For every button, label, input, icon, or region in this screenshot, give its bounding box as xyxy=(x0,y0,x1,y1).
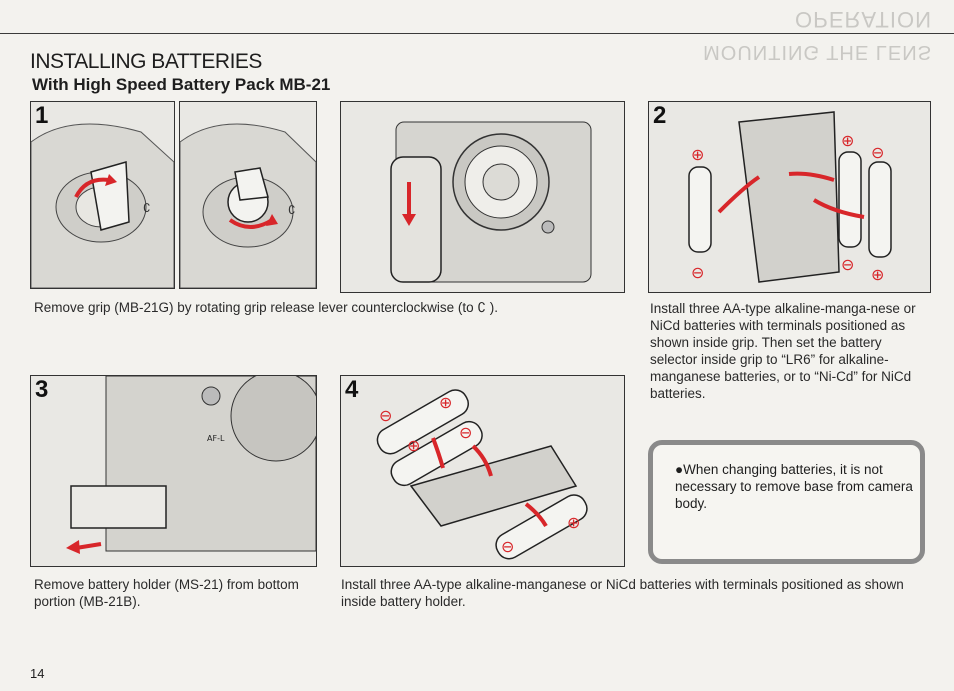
top-rule xyxy=(0,33,954,34)
step3-caption: Remove battery holder (MS-21) from botto… xyxy=(34,577,299,609)
svg-text:⊖: ⊖ xyxy=(379,406,392,425)
svg-text:⊖: ⊖ xyxy=(691,263,704,282)
step4-number: 4 xyxy=(345,376,359,403)
svg-text:⊕: ⊕ xyxy=(407,436,420,455)
step2-number: 2 xyxy=(653,102,667,129)
step4-panel: 4 ⊖ ⊕ ⊕ ⊖ ⊖ ⊕ xyxy=(340,375,625,567)
grip-battery-insertion-illustration: ⊕ ⊖ ⊕ ⊖ ⊖ ⊕ xyxy=(688,111,892,284)
step4-caption: Install three AA-type alkaline-manganese… xyxy=(341,577,904,609)
svg-text:⊖: ⊖ xyxy=(459,423,472,442)
note-text: When changing batteries, it is not neces… xyxy=(675,462,913,511)
step3-panel: 3 AF-L xyxy=(30,375,317,567)
step2-panel: 2 ⊕ ⊖ ⊕ ⊖ ⊖ ⊕ xyxy=(648,101,931,293)
svg-text:AF-L: AF-L xyxy=(207,434,225,443)
step1-panel-b: ∁ xyxy=(179,101,317,289)
svg-text:⊕: ⊕ xyxy=(841,131,854,150)
grip-lever-illustration-a: ∁ xyxy=(31,123,174,288)
grip-lever-illustration-b: ∁ xyxy=(180,123,316,288)
page-title: INSTALLING BATTERIES xyxy=(30,50,262,73)
bleed-through-subheading: MOUNTING THE LENS xyxy=(703,41,932,63)
svg-text:⊖: ⊖ xyxy=(871,143,884,162)
svg-text:∁: ∁ xyxy=(288,203,296,217)
step1-panel-a: 1 ∁ xyxy=(30,101,175,289)
battery-holder-removal-illustration: AF-L xyxy=(66,376,316,554)
svg-text:⊕: ⊕ xyxy=(691,145,704,164)
camera-grip-removal-illustration xyxy=(390,121,592,283)
note-box: ●When changing batteries, it is not nece… xyxy=(648,440,925,564)
svg-text:⊕: ⊕ xyxy=(439,393,452,412)
step1-caption: Remove grip (MB-21G) by rotating grip re… xyxy=(34,300,499,315)
svg-text:∁: ∁ xyxy=(143,201,151,215)
step3-number: 3 xyxy=(35,376,49,403)
svg-text:⊖: ⊖ xyxy=(501,537,514,556)
page-number: 14 xyxy=(30,666,45,681)
svg-text:⊕: ⊕ xyxy=(871,265,884,284)
note-bullet: ● xyxy=(675,462,684,477)
step1-number: 1 xyxy=(35,102,49,129)
page-subtitle: With High Speed Battery Pack MB-21 xyxy=(32,75,331,94)
svg-text:⊕: ⊕ xyxy=(567,513,580,532)
bleed-through-heading: OPERATION xyxy=(795,7,932,32)
step1-panel-camera xyxy=(340,101,625,293)
battery-holder-insertion-illustration: ⊖ ⊕ ⊕ ⊖ ⊖ ⊕ xyxy=(376,389,588,560)
note-text-wrapper: ●When changing batteries, it is not nece… xyxy=(675,461,915,512)
step2-caption: Install three AA-type alkaline-manga-nes… xyxy=(650,301,916,401)
svg-text:⊖: ⊖ xyxy=(841,255,854,274)
